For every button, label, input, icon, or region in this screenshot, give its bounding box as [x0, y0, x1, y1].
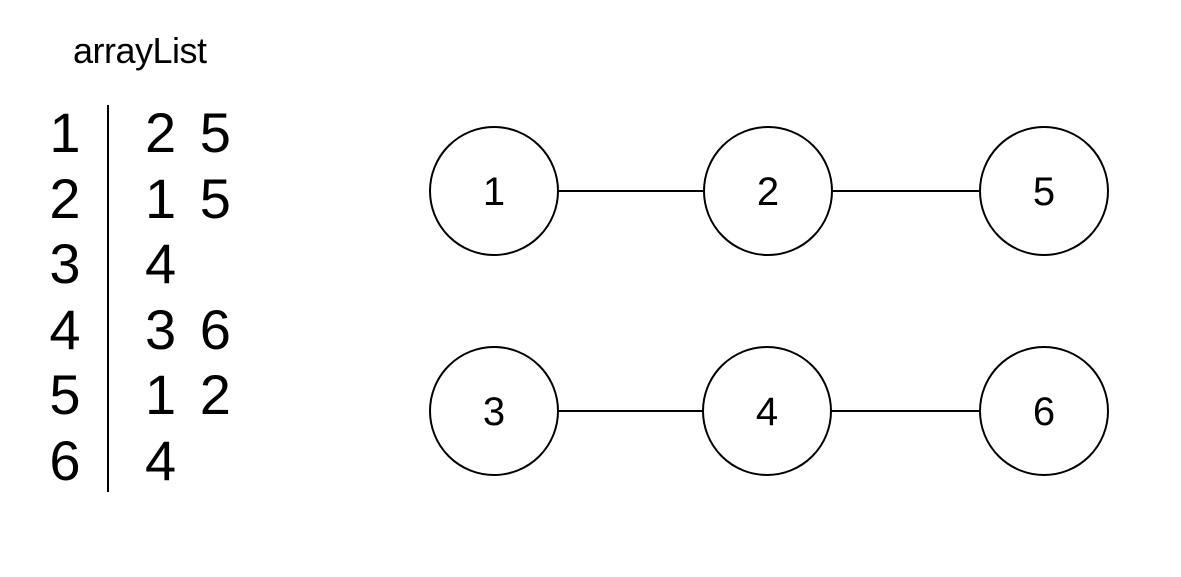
graph-node-label: 5 — [1033, 170, 1055, 214]
adjacency-row: 2 1 5 — [31, 166, 231, 232]
neighbors-label: 1 2 — [145, 363, 231, 427]
graph-node — [702, 346, 832, 476]
vertex-label: 1 — [49, 101, 81, 165]
graph-node-label: 2 — [757, 170, 779, 214]
adjacency-row: 4 3 6 — [31, 297, 231, 363]
adjacency-row: 1 2 5 — [31, 100, 231, 166]
neighbors-label: 1 5 — [145, 166, 231, 230]
graph-node-label: 1 — [483, 170, 505, 214]
neighbors-label: 2 5 — [145, 101, 231, 165]
list-divider — [107, 105, 109, 492]
graph-node — [979, 126, 1109, 256]
graph-node-label: 6 — [1033, 390, 1055, 434]
graph-node-label: 3 — [483, 390, 505, 434]
adjacency-row: 5 1 2 — [31, 362, 231, 428]
graph-node — [979, 346, 1109, 476]
vertex-label: 5 — [49, 363, 81, 427]
vertex-label: 2 — [49, 166, 81, 230]
neighbors-label: 4 — [145, 232, 177, 296]
vertex-label: 3 — [49, 232, 81, 296]
graph-node-label: 4 — [756, 390, 778, 434]
neighbors-label: 3 6 — [145, 297, 231, 361]
vertex-label: 6 — [49, 428, 81, 492]
neighbors-label: 4 — [145, 428, 177, 492]
graph-node — [429, 346, 559, 476]
graph-node — [703, 126, 833, 256]
vertex-label: 4 — [49, 297, 81, 361]
page-title: arrayList — [73, 30, 207, 71]
graph-node — [429, 126, 559, 256]
